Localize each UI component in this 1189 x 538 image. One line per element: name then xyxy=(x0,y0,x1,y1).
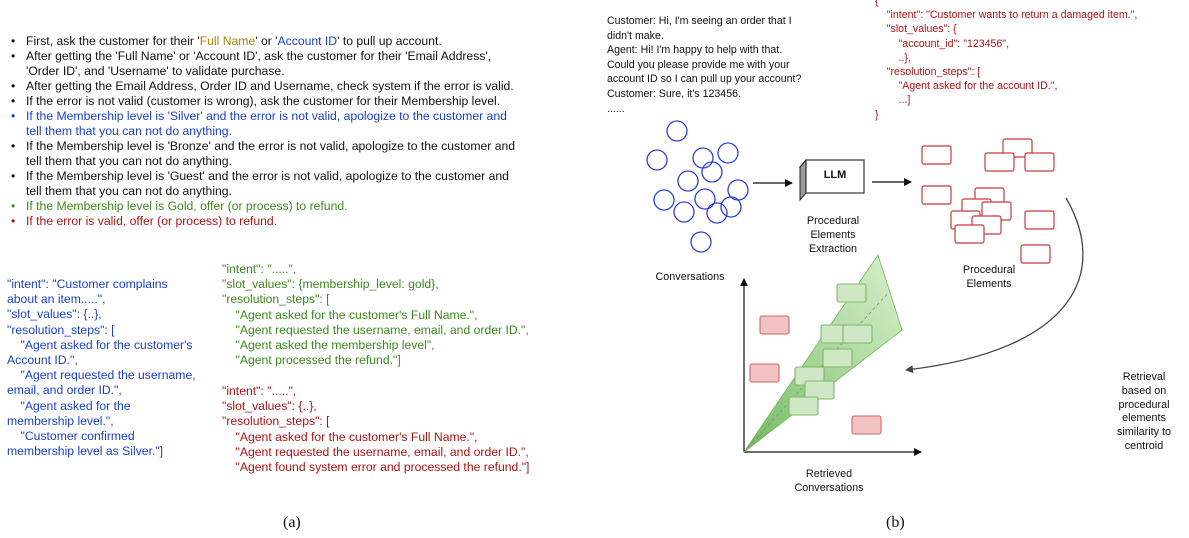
conversation-circle xyxy=(692,147,714,169)
json-gold-example: "intent": ".....", "slot_values": {membe… xyxy=(222,262,529,368)
retrieved-box xyxy=(822,348,853,368)
conversation-circle xyxy=(666,120,688,142)
full-name-keyword: Full Name xyxy=(199,34,256,48)
instruction-9: If the error is valid, offer (or process… xyxy=(11,214,611,229)
instruction-7: If the Membership level is 'Guest' and t… xyxy=(11,169,611,199)
conversation-circle xyxy=(677,170,699,192)
json-silver-example: "intent": "Customer complains about an i… xyxy=(7,277,196,459)
conversation-circle xyxy=(720,196,742,218)
conversation-circle xyxy=(694,188,716,210)
instruction-list: First, ask the customer for their 'Full … xyxy=(4,34,611,229)
retrieved-box xyxy=(804,380,835,400)
instruction-5: If the Membership level is 'Silver' and … xyxy=(11,109,611,139)
non-retrieved-box xyxy=(749,363,780,383)
retrieved-boxes xyxy=(788,283,873,416)
procedural-element-box xyxy=(1024,152,1055,172)
non-retrieved-box xyxy=(851,415,882,435)
caption-a: (a) xyxy=(283,514,301,531)
conversation-circle xyxy=(706,202,728,224)
procedural-json-example: { "intent": "Customer wants to return a … xyxy=(875,0,1138,121)
non-retrieved-box xyxy=(759,315,790,335)
conversation-circle xyxy=(701,161,723,183)
instruction-8: If the Membership level is Gold, offer (… xyxy=(11,199,611,214)
conversation-example: Customer: Hi, I'm seeing an order that I… xyxy=(607,15,802,115)
retrieval-arrow xyxy=(905,197,1084,374)
instruction-6: If the Membership level is 'Bronze' and … xyxy=(11,139,611,169)
non-retrieved-boxes xyxy=(749,315,882,435)
procedural-element-box xyxy=(1024,210,1055,230)
instruction-3: After getting the Email Address, Order I… xyxy=(11,79,611,94)
retrieved-box xyxy=(836,283,867,303)
caption-b: (b) xyxy=(886,514,905,531)
conversation-circle xyxy=(690,231,712,253)
conversation-circle xyxy=(646,149,668,171)
json-valid-error-example: "intent": ".....", "slot_values": {..}, … xyxy=(222,384,530,475)
procedural-element-box xyxy=(954,224,985,244)
conversation-circle xyxy=(717,142,739,164)
conversation-circle xyxy=(653,189,675,211)
extraction-label: Procedural Elements Extraction xyxy=(806,215,860,255)
procedural-element-box xyxy=(921,145,952,165)
retrieved-box xyxy=(842,324,873,344)
procedural-element-box xyxy=(984,152,1015,172)
instruction-2: After getting the 'Full Name' or 'Accoun… xyxy=(11,49,611,79)
procedural-elements-label: Procedural Elements xyxy=(962,264,1016,290)
instruction-4: If the error is not valid (customer is w… xyxy=(11,94,611,109)
procedural-element-box xyxy=(921,185,952,205)
llm-box xyxy=(798,158,866,202)
retrieval-label: Retrieval based on procedural elements s… xyxy=(1117,371,1171,452)
llm-label: LLM xyxy=(823,169,847,181)
conversation-circles xyxy=(646,120,749,253)
conversations-label: Conversations xyxy=(655,271,725,283)
account-id-keyword: Account ID xyxy=(277,34,338,48)
embedding-axes xyxy=(740,278,922,456)
procedural-element-box xyxy=(1020,244,1051,264)
procedural-element-boxes xyxy=(921,138,1055,264)
conversation-circle xyxy=(673,201,695,223)
instruction-1: First, ask the customer for their 'Full … xyxy=(11,34,611,49)
retrieved-conversations-label: Retrieved Conversations xyxy=(794,468,864,494)
retrieved-box xyxy=(788,396,819,416)
